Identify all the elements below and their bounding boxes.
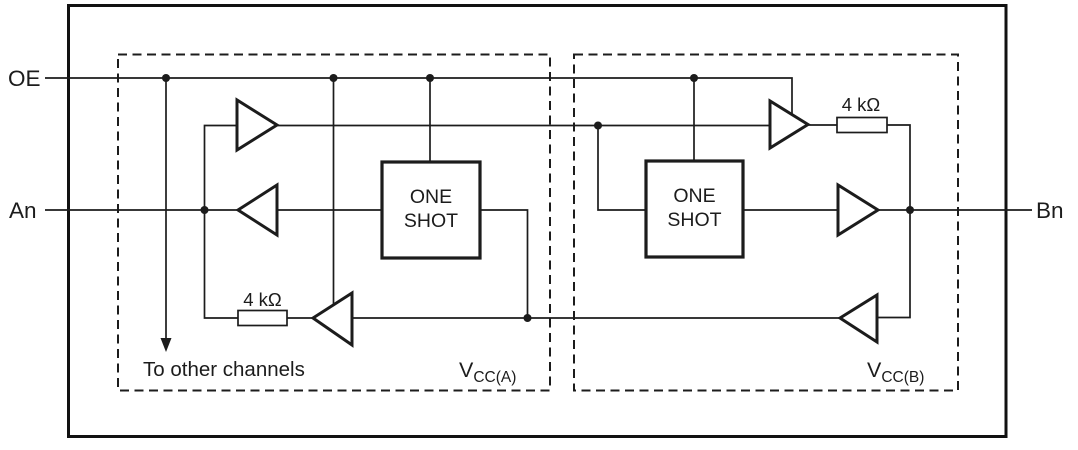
- buffer-a-driver-icon: [235, 182, 279, 238]
- one-shot-b-box: [644, 159, 745, 259]
- junction-dot: [594, 121, 602, 130]
- junction-dot: [162, 74, 170, 82]
- down-arrow-icon: [160, 338, 172, 352]
- vccb-domain-dashed-box: [573, 53, 959, 392]
- oneshot-a-tap-wire: [480, 209, 529, 318]
- one-shot-a-label-line2: SHOT: [404, 210, 458, 232]
- one-shot-a-box: [380, 160, 482, 260]
- vcc-b-label: VCC(B): [867, 358, 924, 386]
- one-shot-b-label-line1: ONE: [673, 185, 715, 207]
- device-boundary-box: [67, 4, 1008, 438]
- junction-dot: [200, 206, 209, 214]
- junction-dot: [690, 74, 698, 82]
- resistor-a-icon: [237, 309, 288, 327]
- an-node-branch-wire: [203, 124, 238, 319]
- resistor-b-to-bn-node-wire: [877, 124, 911, 319]
- resistor-a-value: 4 kΩ: [243, 289, 282, 310]
- buffer-b-forward-icon: [837, 292, 879, 345]
- buffer-a-weak-icon: [310, 290, 354, 348]
- buffer-b-weak-icon: [768, 98, 811, 151]
- junction-dot: [329, 74, 338, 82]
- resistor-b-value: 4 kΩ: [842, 94, 881, 115]
- resistor-b-icon: [836, 116, 888, 134]
- oe-port-label: OE: [8, 66, 41, 91]
- buffer-b-driver-icon: [836, 182, 881, 238]
- vcca-domain-dashed-box: [117, 53, 551, 392]
- vcc-a-label: VCC(A): [459, 358, 516, 386]
- junction-dot: [426, 74, 434, 82]
- oneshot-b-input-tap-wire: [597, 125, 646, 211]
- one-shot-a-label-line1: ONE: [410, 186, 452, 208]
- one-shot-b-label-line2: SHOT: [667, 209, 721, 231]
- junction-dot: [906, 206, 914, 214]
- bn-port-label: Bn: [1036, 198, 1064, 223]
- to-other-channels-label: To other channels: [143, 358, 305, 381]
- buffer-a-forward-icon: [235, 97, 280, 153]
- junction-dot: [523, 314, 532, 322]
- oe-wire: [45, 77, 793, 114]
- an-port-label: An: [9, 198, 37, 223]
